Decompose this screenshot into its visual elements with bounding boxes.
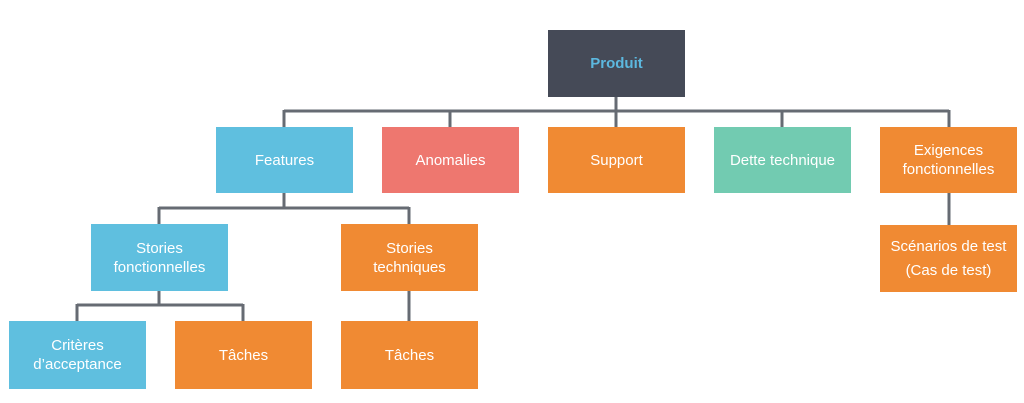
node-features-label: Features (254, 151, 315, 169)
node-taches-1-label: Tâches (218, 346, 269, 364)
node-criteres-acceptance: Critères d’acceptance (9, 321, 146, 389)
node-dette-technique: Dette technique (714, 127, 851, 193)
node-taches-2: Tâches (341, 321, 478, 389)
node-exigences-fonctionnelles: Exigences fonctionnelles (880, 127, 1017, 193)
node-exigences-fonctionnelles-label: Exigences fonctionnelles (902, 142, 995, 178)
node-anomalies: Anomalies (382, 127, 519, 193)
node-features: Features (216, 127, 353, 193)
node-taches-2-label: Tâches (384, 346, 435, 364)
node-taches-1: Tâches (175, 321, 312, 389)
node-produit-label: Produit (590, 55, 643, 72)
node-criteres-acceptance-label: Critères d’acceptance (33, 337, 122, 373)
node-stories-fonctionnelles: Stories fonctionnelles (91, 224, 228, 291)
node-scenarios-test-label: Scénarios de test (Cas de test) (890, 237, 1007, 279)
node-stories-fonctionnelles-label: Stories fonctionnelles (113, 239, 206, 276)
node-dette-technique-label: Dette technique (729, 151, 836, 169)
node-stories-techniques-label: Stories techniques (373, 239, 446, 276)
node-scenarios-test: Scénarios de test (Cas de test) (880, 225, 1017, 292)
node-anomalies-label: Anomalies (415, 151, 486, 169)
node-support-label: Support (590, 151, 643, 169)
node-support: Support (548, 127, 685, 193)
node-stories-techniques: Stories techniques (341, 224, 478, 291)
node-produit: Produit (548, 30, 685, 97)
